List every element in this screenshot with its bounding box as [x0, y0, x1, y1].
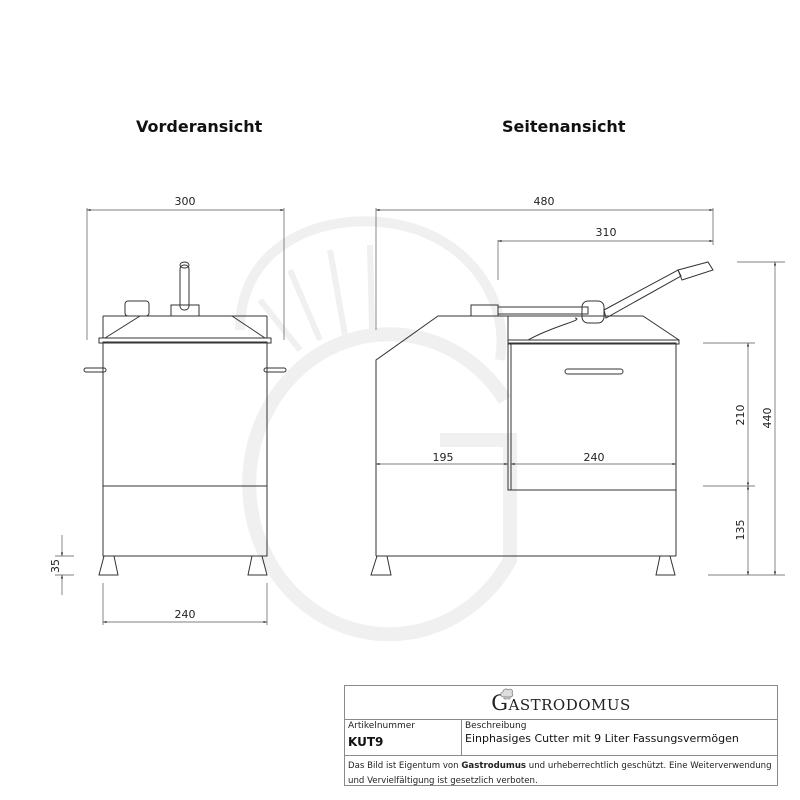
article-cell: Artikelnummer KUT9	[345, 720, 462, 755]
description-cell: Beschreibung Einphasiges Cutter mit 9 Li…	[462, 720, 777, 755]
article-row: Artikelnummer KUT9 Beschreibung Einphasi…	[345, 720, 777, 756]
dim-side-total-height-440: 440	[761, 408, 774, 429]
side-view-drawing	[370, 261, 714, 576]
dim-side-lever-310: 310	[596, 226, 617, 239]
brand-name-rest: ASTRODOMUS	[508, 695, 631, 714]
chef-hat-icon	[500, 688, 514, 700]
dim-side-front-195: 195	[433, 451, 454, 464]
dim-side-bowl-240: 240	[584, 451, 605, 464]
brand-logo: GASTRODOMUS	[345, 686, 777, 720]
front-view-drawing	[83, 261, 287, 576]
dim-front-feet-240: 240	[175, 608, 196, 621]
title-block: GASTRODOMUS Artikelnummer KUT9 Beschreib…	[344, 685, 778, 786]
copyright-note: Das Bild ist Eigentum von Gastrodumus un…	[345, 756, 777, 792]
dim-front-width-300: 300	[175, 195, 196, 208]
description-text: Einphasiges Cutter mit 9 Liter Fassungsv…	[465, 732, 739, 745]
copyright-note-post: und urheberrechtlich geschützt. Eine Wei…	[348, 761, 772, 786]
watermark-logo	[235, 216, 517, 642]
article-number: KUT9	[348, 735, 384, 749]
description-label: Beschreibung	[465, 721, 527, 731]
side-view-dimensions	[375, 208, 785, 576]
copyright-note-pre: Das Bild ist Eigentum von	[348, 761, 462, 771]
front-view-dimensions	[55, 208, 285, 625]
side-view-title: Seitenansicht	[502, 117, 626, 136]
dim-foot-height-35: 35	[49, 559, 62, 573]
dim-side-depth-480: 480	[534, 195, 555, 208]
copyright-note-brand: Gastrodumus	[461, 761, 527, 771]
dim-side-base-height-135: 135	[734, 520, 747, 541]
dim-side-bowl-height-210: 210	[734, 405, 747, 426]
front-view-title: Vorderansicht	[136, 117, 263, 136]
article-label: Artikelnummer	[348, 721, 415, 731]
